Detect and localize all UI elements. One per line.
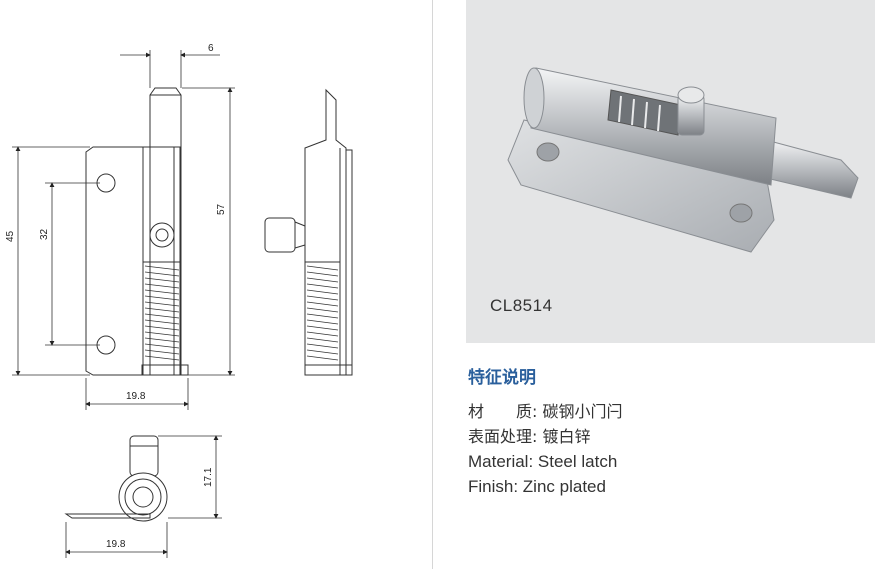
dim-plate-height: 45 — [5, 230, 16, 242]
material-en: Material: Steel latch — [468, 452, 618, 471]
dim-top-width: 6 — [208, 43, 214, 54]
product-photo — [466, 0, 875, 343]
model-label: CL8514 — [490, 296, 553, 315]
material-cn: 材 质: 碳钢小门闩 — [468, 402, 623, 421]
dim-hole-spacing: 32 — [39, 228, 50, 240]
features-heading: 特征说明 — [468, 368, 536, 388]
dim-overall-height: 57 — [216, 203, 227, 215]
dim-height-bottom: 17.1 — [203, 467, 214, 487]
front-view — [85, 87, 189, 376]
side-view — [264, 88, 353, 376]
divider-line — [432, 0, 433, 569]
dim-width-bottom: 19.8 — [106, 539, 126, 550]
latch-illustration — [507, 67, 859, 253]
bottom-view — [64, 435, 168, 522]
dim-width-front: 19.8 — [126, 391, 146, 402]
finish-en: Finish: Zinc plated — [468, 477, 606, 496]
finish-cn: 表面处理: 镀白锌 — [468, 427, 591, 446]
